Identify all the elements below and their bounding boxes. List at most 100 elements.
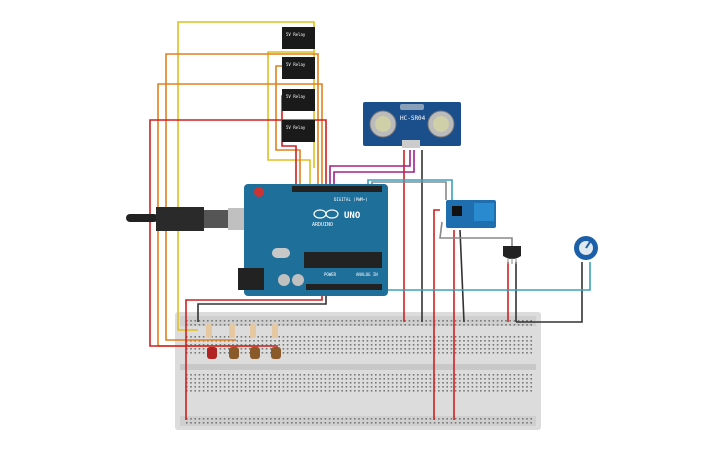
breadboard-hole (358, 324, 360, 326)
breadboard-hole (480, 382, 482, 384)
breadboard-hole (295, 374, 297, 376)
breadboard-hole (505, 336, 507, 338)
breadboard-hole (349, 390, 352, 392)
ultrasonic-sensor[interactable]: HC-SR04 (363, 102, 461, 148)
breadboard-hole (257, 418, 259, 420)
breadboard-hole (438, 374, 440, 376)
breadboard-hole (299, 324, 301, 326)
breadboard-hole (286, 418, 289, 420)
breadboard-hole (446, 418, 448, 420)
relay-2[interactable]: 5V Relay (282, 57, 315, 79)
breadboard-hole (223, 374, 226, 376)
breadboard-hole (467, 336, 469, 338)
breadboard-hole (354, 320, 356, 322)
breadboard-hole (303, 422, 306, 424)
breadboard-hole (517, 352, 520, 354)
breadboard-hole (349, 422, 352, 424)
breadboard-hole (509, 348, 511, 350)
breadboard-hole (299, 320, 301, 322)
breadboard-hole (249, 378, 251, 380)
breadboard-hole (324, 390, 327, 392)
breadboard-hole (454, 348, 457, 350)
breadboard-hole (421, 352, 423, 354)
breadboard-hole (278, 320, 280, 322)
breadboard-hole (286, 324, 289, 326)
breadboard-hole (312, 382, 314, 384)
breadboard-hole (358, 382, 360, 384)
breadboard-hole (391, 348, 394, 350)
breadboard-hole (454, 374, 457, 376)
potentiometer[interactable] (574, 236, 598, 260)
breadboard-hole (446, 386, 448, 388)
breadboard-hole (366, 344, 369, 346)
breadboard-hole (383, 344, 385, 346)
breadboard-hole (219, 320, 222, 322)
resistor-2 (229, 324, 235, 338)
breadboard-hole (223, 336, 226, 338)
breadboard-hole (211, 378, 213, 380)
breadboard-hole (244, 390, 247, 392)
breadboard-hole (463, 378, 465, 380)
breadboard-hole (421, 348, 423, 350)
breadboard-hole (387, 422, 390, 424)
wifi-module[interactable] (446, 200, 496, 228)
breadboard-hole (211, 382, 213, 384)
breadboard-hole (341, 324, 343, 326)
breadboard-hole (446, 336, 448, 338)
breadboard-hole (387, 386, 390, 388)
breadboard-hole (295, 348, 297, 350)
breadboard-hole (228, 374, 230, 376)
breadboard-hole (223, 422, 226, 424)
breadboard-hole (408, 418, 411, 420)
breadboard-hole (265, 422, 268, 424)
relay-3[interactable]: 5V Relay (282, 89, 315, 111)
relay-1[interactable]: 5V Relay (282, 27, 315, 49)
breadboard-hole (240, 378, 243, 380)
breadboard-hole (261, 374, 264, 376)
breadboard-hole (505, 386, 507, 388)
breadboard-hole (312, 324, 314, 326)
breadboard-hole (316, 348, 318, 350)
breadboard-hole (270, 336, 272, 338)
breadboard-hole (375, 374, 377, 376)
breadboard-hole (391, 344, 394, 346)
breadboard-hole (328, 352, 331, 354)
breadboard-hole (270, 418, 272, 420)
breadboard-hole (400, 390, 402, 392)
breadboard-hole (286, 320, 289, 322)
breadboard-hole (471, 340, 474, 342)
breadboard-hole (496, 340, 499, 342)
breadboard-hole (198, 352, 201, 354)
breadboard-hole (446, 422, 448, 424)
temperature-sensor[interactable] (503, 246, 521, 264)
breadboard-hole (484, 320, 486, 322)
breadboard-hole (194, 386, 196, 388)
breadboard-hole (492, 378, 495, 380)
breadboard-hole (244, 418, 247, 420)
breadboard-hole (291, 340, 293, 342)
breadboard-hole (328, 386, 331, 388)
breadboard-hole (404, 352, 406, 354)
breadboard-hole (362, 340, 364, 342)
breadboard-hole (219, 418, 222, 420)
breadboard-hole (228, 382, 230, 384)
breadboard-hole (471, 336, 474, 338)
breadboard-hole (249, 374, 251, 376)
breadboard-hole (454, 390, 457, 392)
breadboard-hole (488, 374, 490, 376)
breadboard-hole (324, 336, 327, 338)
arduino-board[interactable]: UNO ARDUINO DIGITAL (PWM~) POWER ANALOG … (238, 184, 388, 296)
breadboard-hole (261, 382, 264, 384)
breadboard-hole (337, 348, 339, 350)
breadboard-hole (291, 344, 293, 346)
breadboard-hole (438, 422, 440, 424)
breadboard-hole (517, 320, 520, 322)
breadboard-hole (509, 378, 511, 380)
breadboard-hole (454, 336, 457, 338)
breadboard-hole (328, 378, 331, 380)
breadboard-hole (202, 348, 205, 350)
breadboard-hole (530, 386, 532, 388)
relay-4[interactable]: 5V Relay (282, 120, 315, 142)
breadboard-hole (375, 324, 377, 326)
breadboard-hole (509, 324, 511, 326)
